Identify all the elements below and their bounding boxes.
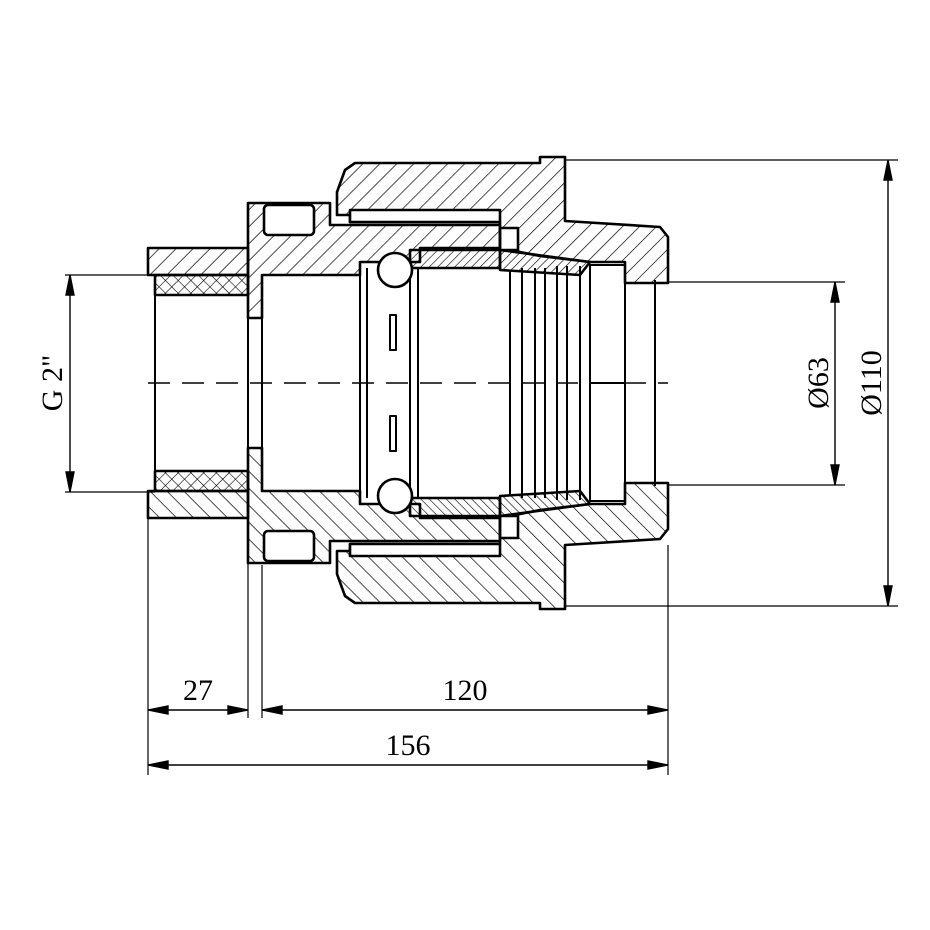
total-length-label: 156 <box>386 729 431 762</box>
extension-lines <box>65 159 898 775</box>
outer-diameter-label: Ø110 <box>855 350 888 416</box>
fitting-top-half <box>146 155 670 385</box>
thread-length-label: 27 <box>183 674 213 707</box>
pipe-diameter-label: Ø63 <box>802 357 835 409</box>
body-length-label: 120 <box>443 674 488 707</box>
dimension-lines <box>65 159 893 770</box>
thread-dimension-label: G 2" <box>36 355 69 411</box>
fitting-bottom-half <box>146 381 670 611</box>
